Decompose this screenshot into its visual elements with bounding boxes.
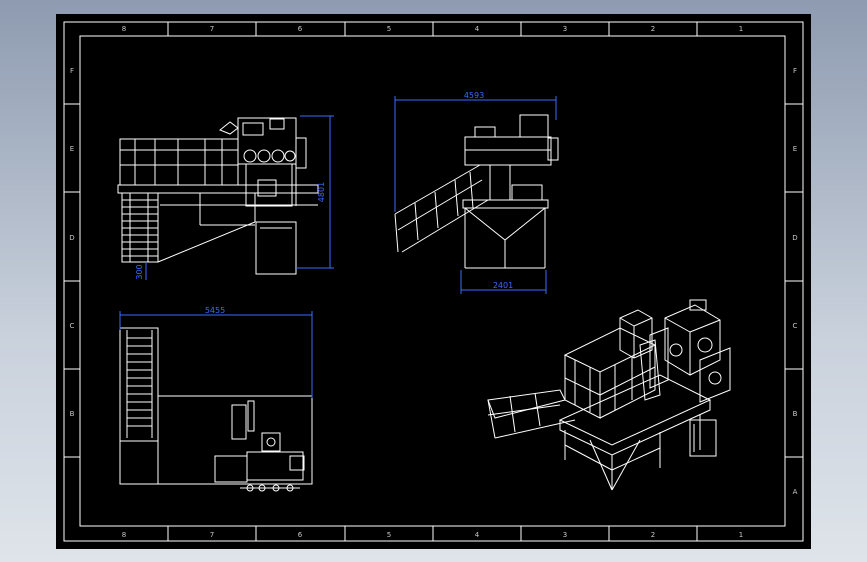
drawing-sheet <box>56 14 811 549</box>
zone-col-bottom-2: 6 <box>298 531 303 539</box>
zone-col-bottom-6: 2 <box>651 531 655 539</box>
zone-labels: 8 7 6 5 4 3 2 1 8 7 6 5 4 3 2 1 F E D C … <box>69 25 797 539</box>
zone-col-top-1: 7 <box>210 25 214 33</box>
zone-row-right-2: D <box>792 234 797 242</box>
zone-col-top-0: 8 <box>122 25 126 33</box>
zone-row-right-5: A <box>793 488 798 496</box>
zone-col-bottom-1: 7 <box>210 531 214 539</box>
dim-front-height: 4801 <box>317 182 326 202</box>
zone-col-top-3: 5 <box>387 25 391 33</box>
zone-col-bottom-3: 5 <box>387 531 391 539</box>
zone-row-left-4: B <box>70 410 75 418</box>
side-dimensions <box>394 96 557 294</box>
dim-top-width: 5455 <box>205 306 225 315</box>
front-view[interactable] <box>117 117 319 275</box>
top-view[interactable] <box>119 327 313 492</box>
zone-col-top-6: 2 <box>651 25 655 33</box>
front-dimensions <box>145 115 334 280</box>
zone-row-right-3: C <box>793 322 798 330</box>
isometric-view[interactable] <box>487 299 731 491</box>
zone-row-right-4: B <box>793 410 798 418</box>
zone-row-right-1: E <box>793 145 797 153</box>
zone-col-bottom-5: 3 <box>563 531 567 539</box>
dim-side-width: 4593 <box>464 91 484 100</box>
zone-col-top-7: 1 <box>739 25 743 33</box>
zone-col-top-4: 4 <box>475 25 480 33</box>
zone-row-left-1: E <box>70 145 74 153</box>
dim-side-base: 2401 <box>493 281 513 290</box>
zone-ticks <box>64 22 803 541</box>
dim-front-small: 300 <box>135 264 144 279</box>
zone-row-left-2: D <box>69 234 74 242</box>
zone-col-bottom-7: 1 <box>739 531 743 539</box>
zone-row-left-3: C <box>70 322 75 330</box>
zone-row-left-0: F <box>70 67 74 75</box>
zone-row-right-0: F <box>793 67 797 75</box>
top-dimensions <box>119 311 313 398</box>
zone-col-bottom-4: 4 <box>475 531 480 539</box>
side-view[interactable] <box>394 114 559 269</box>
zone-col-top-2: 6 <box>298 25 303 33</box>
zone-col-top-5: 3 <box>563 25 567 33</box>
zone-col-bottom-0: 8 <box>122 531 126 539</box>
